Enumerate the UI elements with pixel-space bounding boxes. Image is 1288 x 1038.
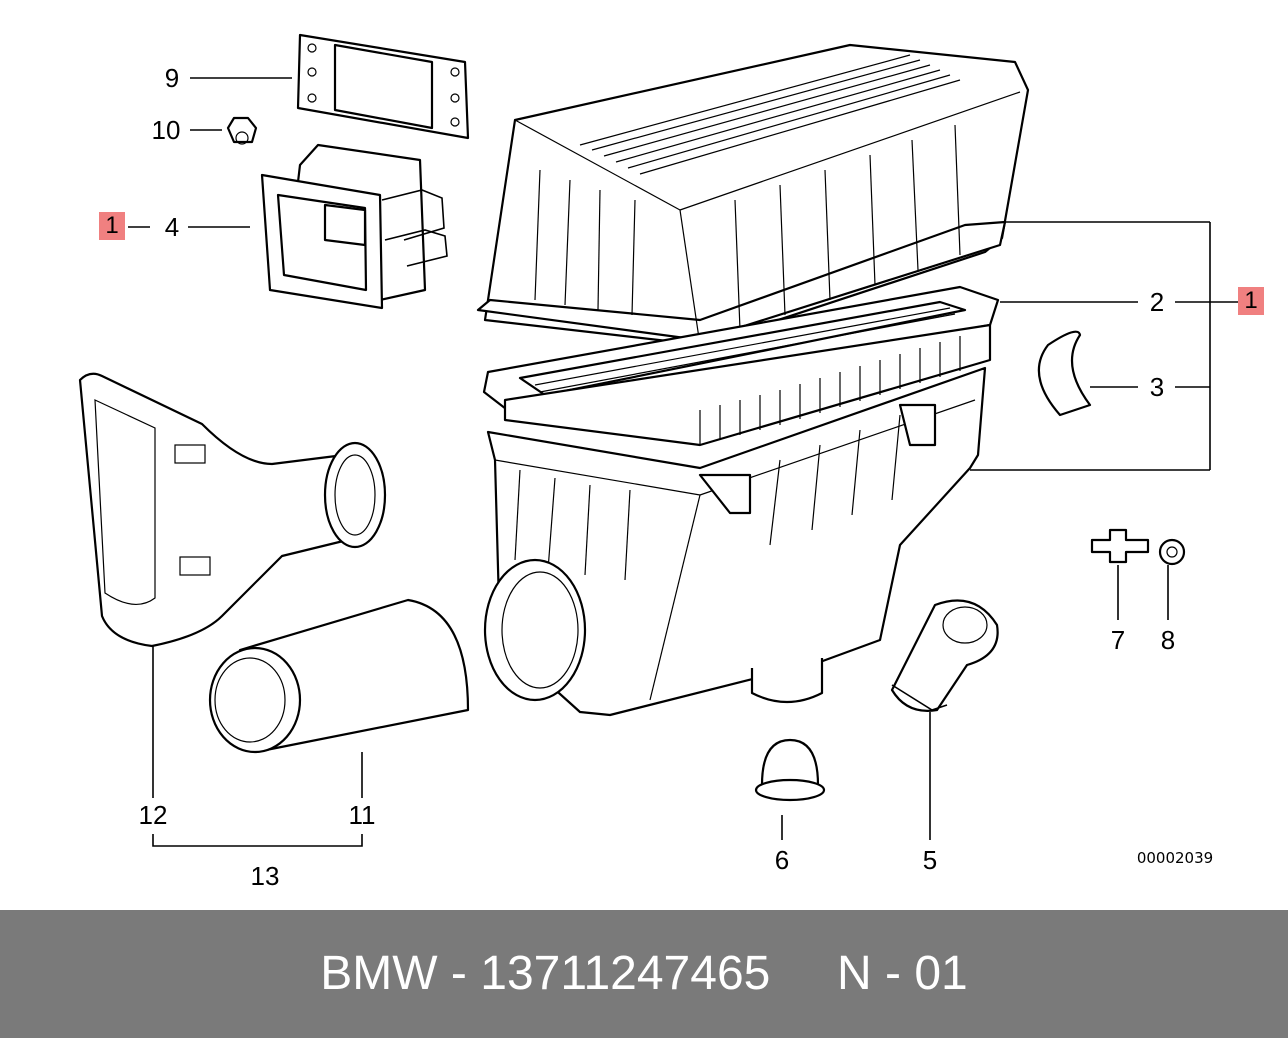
nut-part bbox=[226, 116, 258, 145]
callout-2: 2 bbox=[1149, 287, 1165, 317]
cap-part bbox=[754, 738, 826, 802]
callout-3: 3 bbox=[1149, 372, 1165, 402]
callout-4: 4 bbox=[164, 212, 180, 242]
intake-scoop-part bbox=[78, 372, 387, 648]
callout-5: 5 bbox=[922, 845, 938, 875]
valve-part bbox=[1090, 528, 1150, 564]
rubber-boot-part bbox=[890, 599, 999, 712]
callout-9: 9 bbox=[164, 63, 180, 93]
callout-12: 12 bbox=[138, 800, 168, 830]
diagram-drawing bbox=[78, 33, 1238, 847]
callout-10: 10 bbox=[151, 115, 181, 145]
highlighted-callout-left: 1 bbox=[99, 212, 125, 240]
gasket-plate-part bbox=[296, 33, 470, 140]
grommet-part bbox=[1158, 538, 1186, 566]
callout-13: 13 bbox=[250, 861, 280, 891]
filter-element-part bbox=[482, 285, 1000, 447]
caption-bar: BMW - 13711247465 N - 01 bbox=[0, 910, 1288, 1038]
intake-duct-part bbox=[260, 143, 448, 310]
air-filter-housing-lower bbox=[483, 366, 987, 717]
clamp-part bbox=[1037, 330, 1092, 417]
part-number-caption: BMW - 13711247465 N - 01 bbox=[320, 947, 968, 1000]
filter-hose-part bbox=[208, 598, 470, 754]
callout-7: 7 bbox=[1110, 625, 1126, 655]
leader-lines bbox=[128, 77, 1238, 847]
exploded-parts-diagram: 9 10 4 12 11 13 2 3 7 8 6 5 1 1 00002039 bbox=[78, 33, 1264, 891]
highlighted-callout-right: 1 bbox=[1238, 287, 1264, 315]
reference-number: 00002039 bbox=[1136, 849, 1214, 867]
air-filter-housing-upper bbox=[476, 43, 1030, 347]
callout-8: 8 bbox=[1160, 625, 1176, 655]
callout-6: 6 bbox=[774, 845, 790, 875]
callout-11: 11 bbox=[348, 800, 376, 830]
